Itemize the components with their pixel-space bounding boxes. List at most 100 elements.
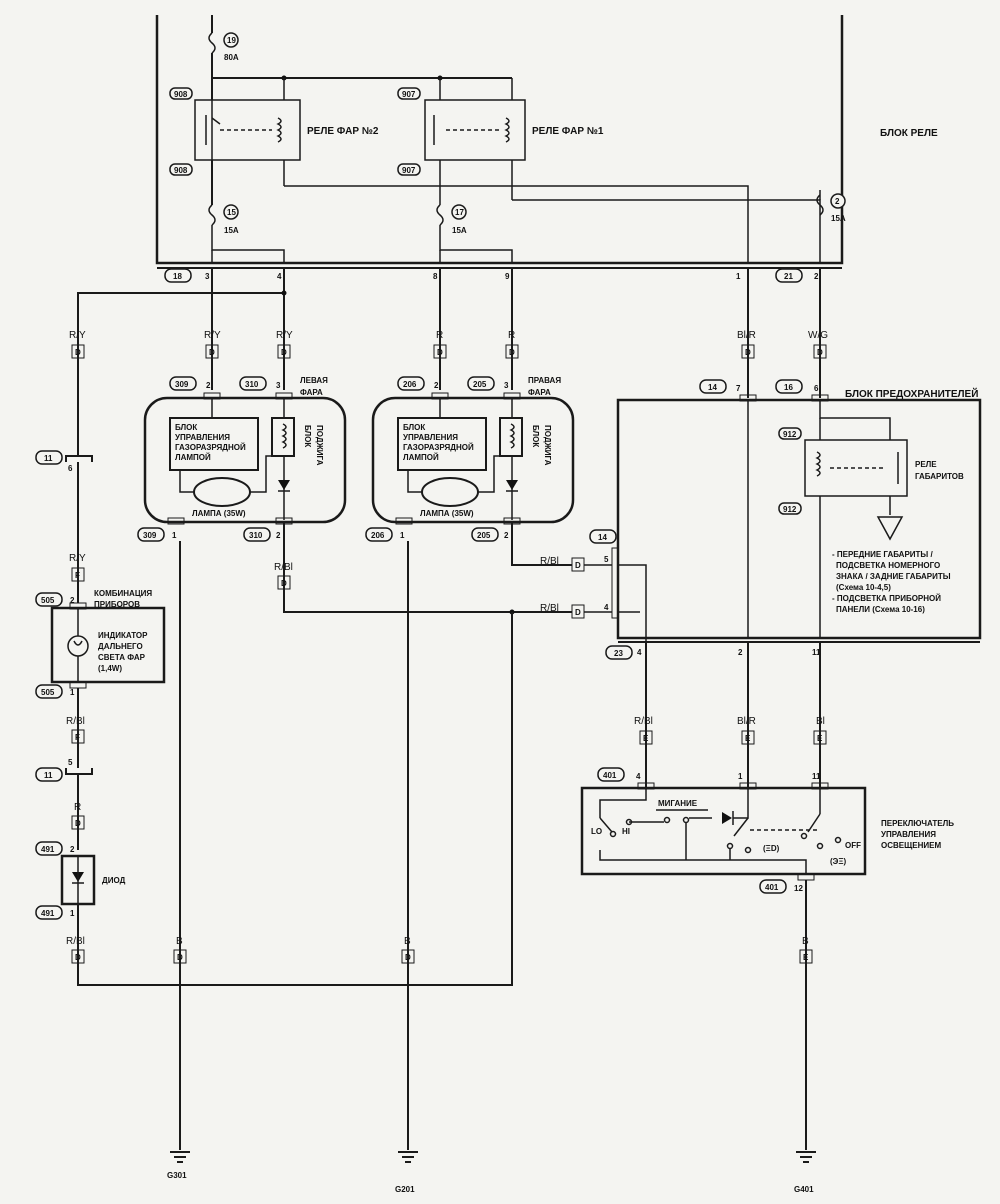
left-headlight: 309 310 2 3 ЛЕВАЯ ФАРА БЛОК УПРАВЛЕНИЯ Г… (137, 376, 347, 542)
svg-text:4: 4 (277, 272, 282, 281)
svg-text:РЕЛЕ: РЕЛЕ (915, 460, 937, 469)
svg-text:1: 1 (172, 531, 177, 540)
svg-text:1: 1 (70, 909, 75, 918)
svg-text:Bl/R: Bl/R (737, 716, 756, 727)
svg-text:11: 11 (812, 648, 821, 657)
svg-text:ДАЛЬНЕГО: ДАЛЬНЕГО (98, 642, 143, 651)
svg-text:505: 505 (41, 688, 55, 697)
svg-text:- ПЕРЕДНИЕ ГАБАРИТЫ /: - ПЕРЕДНИЕ ГАБАРИТЫ / (832, 550, 933, 559)
svg-text:D: D (575, 561, 581, 570)
svg-text:ПОДЖИГА: ПОДЖИГА (543, 425, 552, 466)
svg-text:205: 205 (477, 531, 491, 540)
relay2-label: РЕЛЕ ФАР №2 (307, 126, 379, 137)
connector-18: 18 (173, 272, 182, 281)
svg-text:R/Bl: R/Bl (540, 603, 559, 614)
svg-text:БЛОК: БЛОК (403, 423, 425, 432)
svg-text:D: D (437, 348, 443, 357)
svg-text:D: D (281, 579, 287, 588)
fuse-block: 14 7 16 6 БЛОК ПРЕДОХРАНИТЕЛЕЙ 912 912 Р… (589, 379, 982, 660)
svg-text:3: 3 (205, 272, 210, 281)
svg-text:R/Bl: R/Bl (66, 716, 85, 727)
svg-text:4: 4 (604, 603, 609, 612)
svg-text:206: 206 (371, 531, 385, 540)
svg-text:1: 1 (70, 688, 75, 697)
svg-text:B: B (802, 936, 809, 947)
main-wires: R/Y D R/Y D R/Y D R D R D Bl/R D W/G D (69, 268, 828, 455)
svg-text:2: 2 (206, 381, 211, 390)
ground-wires: B D B D (173, 541, 415, 1150)
svg-text:4: 4 (637, 648, 642, 657)
relay-block-label: БЛОК РЕЛЕ (880, 128, 938, 139)
fuse-17-rating: 15A (452, 226, 467, 235)
svg-text:БЛОК: БЛОК (175, 423, 197, 432)
lighting-switch: 401 4 1 11 LO HI МИГАНИЕ OFF (ΞD) (ЭΞ) (580, 767, 954, 1150)
svg-text:1: 1 (400, 531, 405, 540)
svg-text:LO: LO (591, 827, 602, 836)
svg-text:КОМБИНАЦИЯ: КОМБИНАЦИЯ (94, 589, 152, 598)
svg-text:D: D (75, 953, 81, 962)
svg-text:2: 2 (434, 381, 439, 390)
svg-text:R/Bl: R/Bl (66, 936, 85, 947)
svg-text:F: F (75, 733, 80, 742)
svg-text:206: 206 (403, 380, 417, 389)
svg-text:R/Bl: R/Bl (634, 716, 653, 727)
svg-text:G401: G401 (794, 1185, 814, 1194)
svg-text:УПРАВЛЕНИЯ: УПРАВЛЕНИЯ (881, 830, 936, 839)
svg-text:3: 3 (504, 381, 509, 390)
svg-text:11: 11 (44, 771, 53, 780)
cluster-branch: 11 6 R/Y F 505 2 КОМБИНАЦИЯ ПРИБОРОВ ИНД… (35, 450, 166, 985)
svg-text:R: R (508, 330, 515, 341)
svg-text:СВЕТА ФАР: СВЕТА ФАР (98, 653, 146, 662)
svg-text:ПРАВАЯ: ПРАВАЯ (528, 376, 561, 385)
fuse-2-num: 2 (835, 197, 840, 206)
relay1-pin-bot: 907 (402, 166, 416, 175)
svg-text:ПРИБОРОВ: ПРИБОРОВ (94, 600, 140, 609)
svg-text:9: 9 (505, 272, 510, 281)
svg-text:401: 401 (603, 771, 617, 780)
svg-text:R/Bl: R/Bl (274, 562, 293, 573)
svg-text:УПРАВЛЕНИЯ: УПРАВЛЕНИЯ (175, 433, 230, 442)
svg-text:Bl: Bl (816, 716, 825, 727)
svg-text:1: 1 (738, 772, 743, 781)
svg-text:ЛАМПОЙ: ЛАМПОЙ (175, 453, 211, 462)
svg-text:5: 5 (68, 758, 73, 767)
svg-text:МИГАНИЕ: МИГАНИЕ (658, 799, 698, 808)
svg-text:ПАНЕЛИ (Схема 10-16): ПАНЕЛИ (Схема 10-16) (836, 605, 925, 614)
svg-text:310: 310 (245, 380, 259, 389)
svg-text:B: B (176, 936, 183, 947)
svg-text:2: 2 (70, 596, 75, 605)
switch-wires: R/Bl E Bl/R E Bl E (634, 642, 827, 788)
headlight-relay-1: 907 907 РЕЛЕ ФАР №1 (397, 78, 604, 205)
svg-text:ФАРА: ФАРА (528, 388, 551, 397)
svg-text:УПРАВЛЕНИЯ: УПРАВЛЕНИЯ (403, 433, 458, 442)
svg-text:E: E (643, 734, 649, 743)
svg-text:4: 4 (636, 772, 641, 781)
svg-text:7: 7 (736, 384, 741, 393)
svg-text:2: 2 (70, 845, 75, 854)
ground-g201: G201 (395, 1151, 418, 1194)
svg-text:БЛОК: БЛОК (303, 425, 312, 447)
svg-text:R: R (74, 802, 81, 813)
fuse-19-badge (223, 32, 239, 48)
svg-text:D: D (209, 348, 215, 357)
svg-text:D: D (75, 348, 81, 357)
svg-text:D: D (405, 953, 411, 962)
svg-text:(ЭΞ): (ЭΞ) (830, 857, 847, 866)
svg-text:G201: G201 (395, 1185, 415, 1194)
svg-text:12: 12 (794, 884, 803, 893)
relay2-pin-top: 908 (174, 90, 188, 99)
svg-text:8: 8 (433, 272, 438, 281)
svg-text:Bl/R: Bl/R (737, 330, 756, 341)
svg-text:- ПОДСВЕТКА ПРИБОРНОЙ: - ПОДСВЕТКА ПРИБОРНОЙ (832, 594, 941, 603)
svg-text:2: 2 (504, 531, 509, 540)
svg-text:491: 491 (41, 909, 55, 918)
svg-text:309: 309 (175, 380, 189, 389)
svg-text:БЛОК ПРЕДОХРАНИТЕЛЕЙ: БЛОК ПРЕДОХРАНИТЕЛЕЙ (845, 387, 978, 400)
svg-text:ИНДИКАТОР: ИНДИКАТОР (98, 631, 148, 640)
svg-text:R/Y: R/Y (69, 330, 86, 341)
svg-text:E: E (817, 734, 823, 743)
svg-text:(Схема 10-4,5): (Схема 10-4,5) (836, 583, 891, 592)
svg-text:2: 2 (276, 531, 281, 540)
svg-text:R/Bl: R/Bl (540, 556, 559, 567)
svg-text:6: 6 (814, 384, 819, 393)
